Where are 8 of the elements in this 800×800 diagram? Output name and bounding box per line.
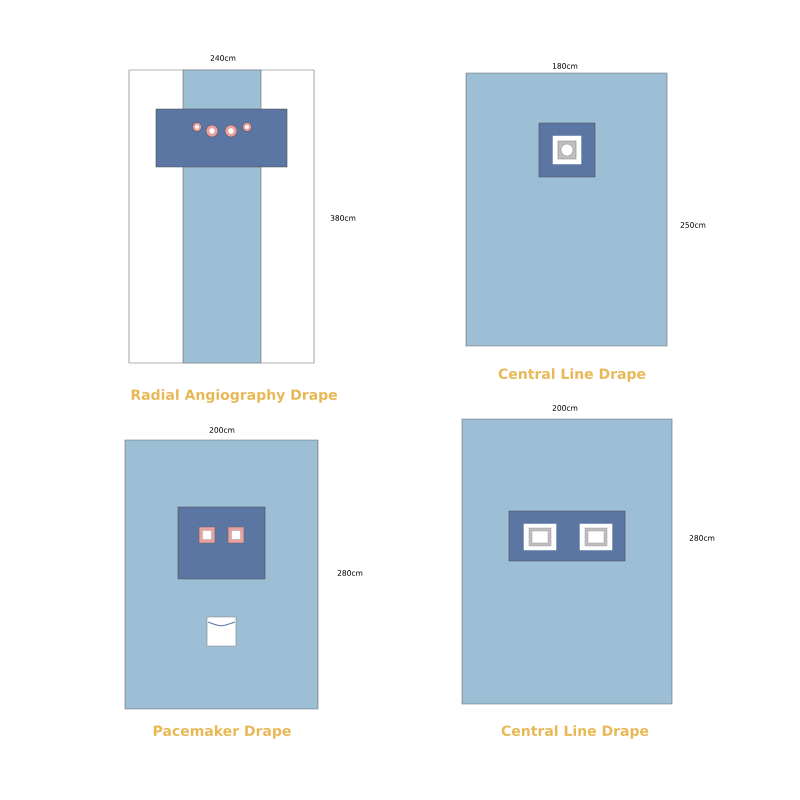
drape-drawing xyxy=(466,72,668,346)
drape-title: Central Line Drape xyxy=(498,368,646,382)
drape-title: Radial Angiography Drape xyxy=(132,389,337,403)
drape-drawing xyxy=(128,70,314,364)
drape-title: Central Line Drape xyxy=(502,725,648,739)
drape-drawing xyxy=(124,440,318,710)
drape-title: Pacemaker Drape xyxy=(154,725,291,739)
drape-drawing xyxy=(462,418,672,704)
